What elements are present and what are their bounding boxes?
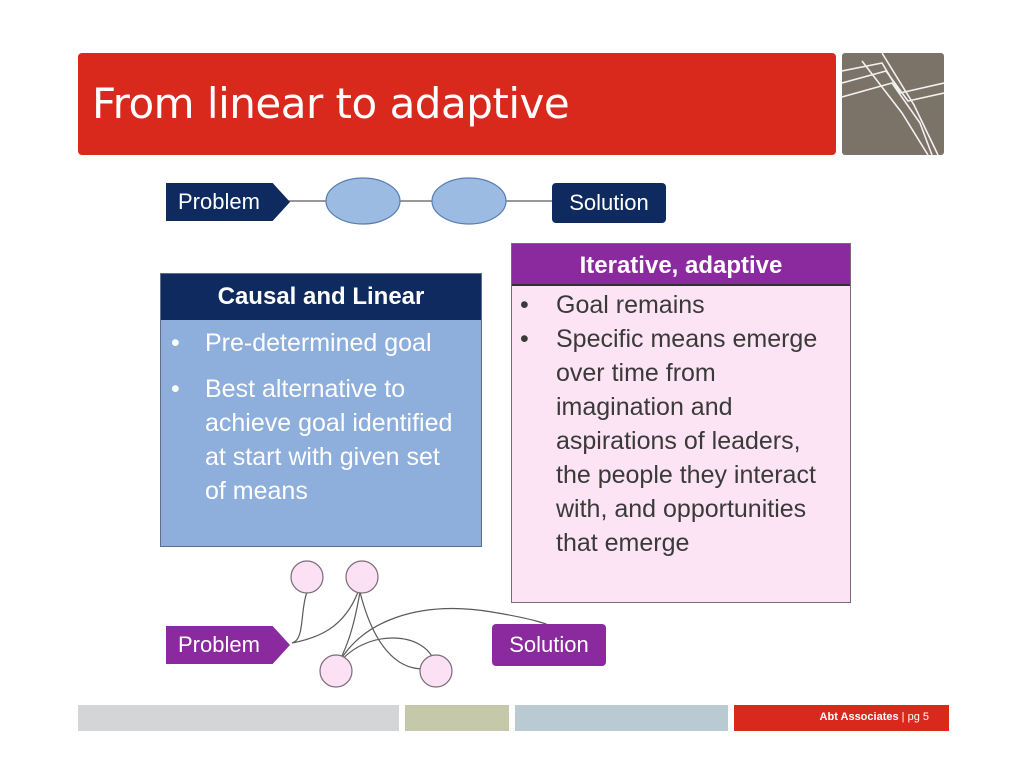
bottom-solution-label: Solution [509,632,589,657]
top-problem-shape: Problem [166,183,290,221]
causal-bullet-text: Pre-determined goal [205,329,432,357]
top-problem-label: Problem [178,189,260,214]
adaptive-bullet-item: • Specific means emerge over time from i… [512,322,850,560]
causal-linear-panel: Causal and Linear • Pre-determined goal … [160,273,482,547]
adaptive-bullet-text: Specific means emerge over time from ima… [556,325,818,557]
top-node-2 [431,177,507,225]
bottom-connector [291,591,308,644]
footer-company: Abt Associates [819,711,899,723]
bottom-node [345,560,379,594]
bottom-connector [339,591,361,661]
bottom-node [290,560,324,594]
adaptive-bullet-text: Goal remains [556,291,705,319]
bottom-connector [335,608,549,669]
bottom-connector [291,591,359,644]
bullet-icon: • [171,329,180,357]
iterative-adaptive-panel: Iterative, adaptive • Goal remains • Spe… [511,243,851,603]
causal-bullet-item: • Pre-determined goal [161,326,481,360]
top-solution-box: Solution [552,183,666,223]
bottom-problem-label: Problem [178,632,260,657]
top-node-1 [325,177,401,225]
top-solution-label: Solution [569,190,649,215]
bottom-connector [335,637,437,669]
causal-linear-heading: Causal and Linear [161,274,481,320]
bottom-node [319,654,353,688]
bullet-icon: • [171,375,180,403]
logo-icon [842,53,944,155]
footer-bar-blue [515,705,728,731]
bottom-problem-shape: Problem [166,626,290,664]
footer-page-number: pg 5 [907,711,929,723]
bottom-node [419,654,453,688]
iterative-adaptive-heading: Iterative, adaptive [512,244,850,286]
title-bar: From linear to adaptive [78,53,836,155]
causal-bullet-item: • Best alternative to achieve goal ident… [161,372,481,508]
footer-bar-olive [405,705,509,731]
adaptive-bullet-item: • Goal remains [512,288,850,322]
bullet-icon: • [520,291,529,319]
slide-title: From linear to adaptive [92,79,570,128]
bottom-solution-box: Solution [492,624,606,666]
causal-bullet-text: Best alternative to achieve goal identif… [205,375,453,505]
footer-label: Abt Associates | pg 5 [820,711,929,723]
footer-bar-gray [78,705,399,731]
footer-bar-red: Abt Associates | pg 5 [734,705,949,731]
bullet-icon: • [520,325,529,353]
footer-separator: | [901,711,905,723]
bottom-connector [359,591,433,670]
